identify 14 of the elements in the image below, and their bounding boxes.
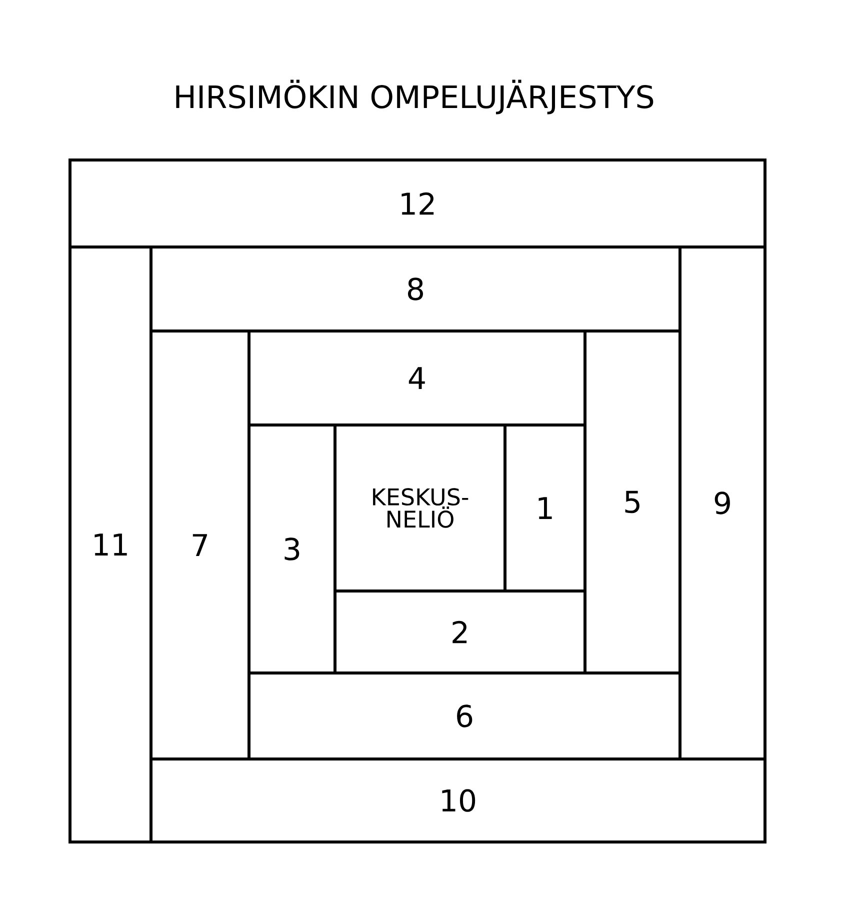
quilt-block: 7 [150,330,250,760]
quilt-block: 10 [150,758,766,844]
quilt-block: 2 [334,590,586,674]
quilt-block: 3 [248,424,336,674]
quilt-block: 9 [678,246,766,760]
quilt-block: 6 [248,672,682,760]
quilt-block: 5 [584,330,682,674]
title: HIRSIMÖKIN OMPELUJÄRJESTYS [176,80,654,114]
quilt-block: 11 [68,246,152,844]
quilt-block: 8 [150,246,682,332]
quilt-block: KESKUS- NELIÖ [334,424,506,592]
quilt-block: 4 [248,330,586,426]
quilt-block: 1 [504,424,586,592]
quilt-block: 12 [68,158,766,248]
